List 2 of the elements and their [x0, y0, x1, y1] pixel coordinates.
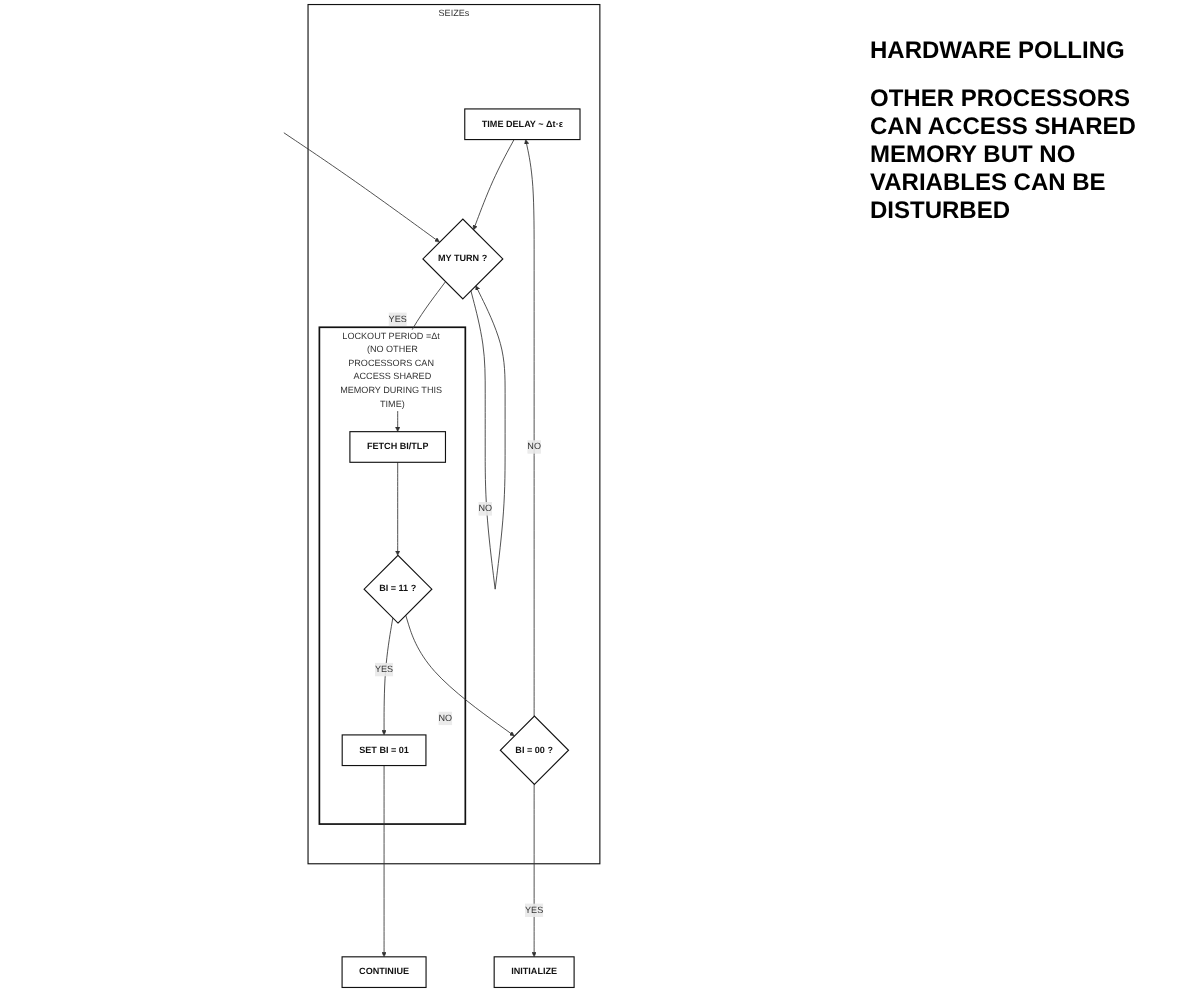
annotation-note: OTHER PROCESSORS CAN ACCESS SHARED MEMORY BUT NO VARIABLES CAN BE DISTURBED: [870, 84, 1138, 224]
annotation-note: HARDWARE POLLING: [870, 36, 1127, 64]
